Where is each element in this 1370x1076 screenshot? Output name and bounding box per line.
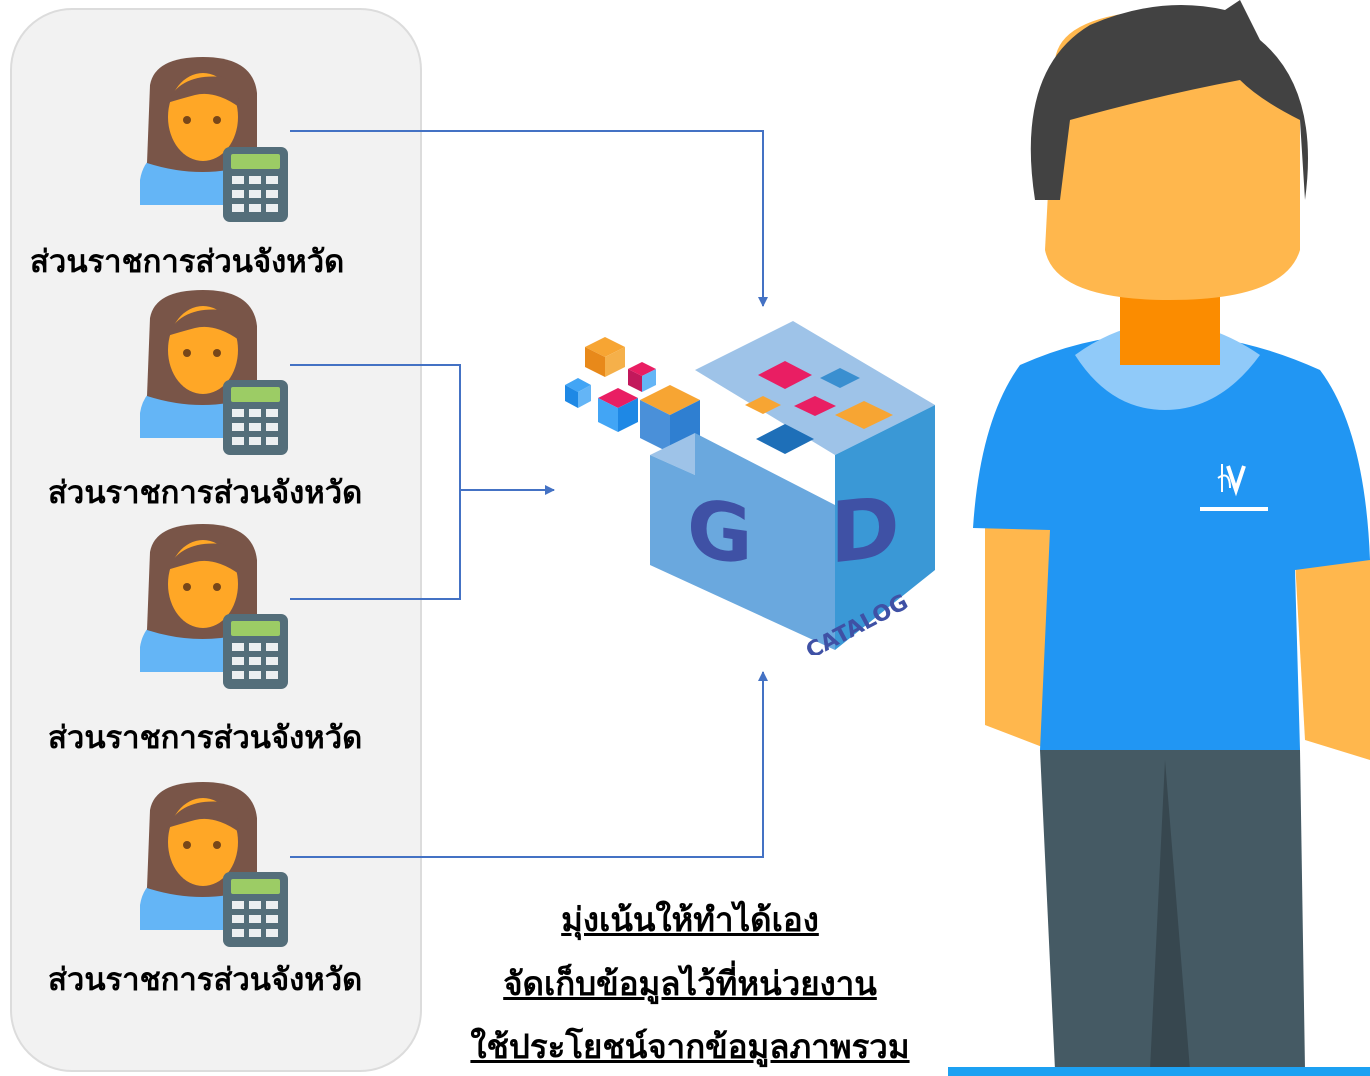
- connector-bottom: [290, 671, 768, 858]
- user-calculator-icon: [135, 522, 295, 692]
- user-label: ส่วนราชการส่วนจังหวัด: [30, 244, 345, 280]
- user-label: ส่วนราชการส่วนจังหวัด: [48, 720, 363, 756]
- user-label: ส่วนราชการส่วนจังหวัด: [48, 475, 363, 511]
- person-figure-icon: [973, 0, 1370, 1070]
- shirt-logo-icon: [1200, 464, 1268, 511]
- user-calculator-icon: [135, 780, 295, 950]
- connector-top: [290, 130, 768, 307]
- slogan-line-3: ใช้ประโยชน์จากข้อมูลภาพรวม: [470, 1027, 910, 1066]
- slogan-line-1: มุ่งเน้นให้ทำได้เอง: [561, 900, 819, 939]
- slogan-line-2: จัดเก็บข้อมูลไว้ที่หน่วยงาน: [503, 964, 877, 1003]
- floating-cubes: [565, 337, 700, 453]
- bottom-accent-bar: [948, 1067, 1370, 1076]
- user-label: ส่วนราชการส่วนจังหวัด: [48, 962, 363, 998]
- user-calculator-icon: [135, 288, 295, 458]
- catalog-letter-g: G: [687, 480, 753, 583]
- catalog-letter-d: D: [830, 478, 900, 583]
- connector-mid-upper: [290, 364, 461, 600]
- gd-catalog-cube-icon: G D CATALOG: [565, 321, 935, 655]
- user-calculator-icon: [135, 55, 295, 225]
